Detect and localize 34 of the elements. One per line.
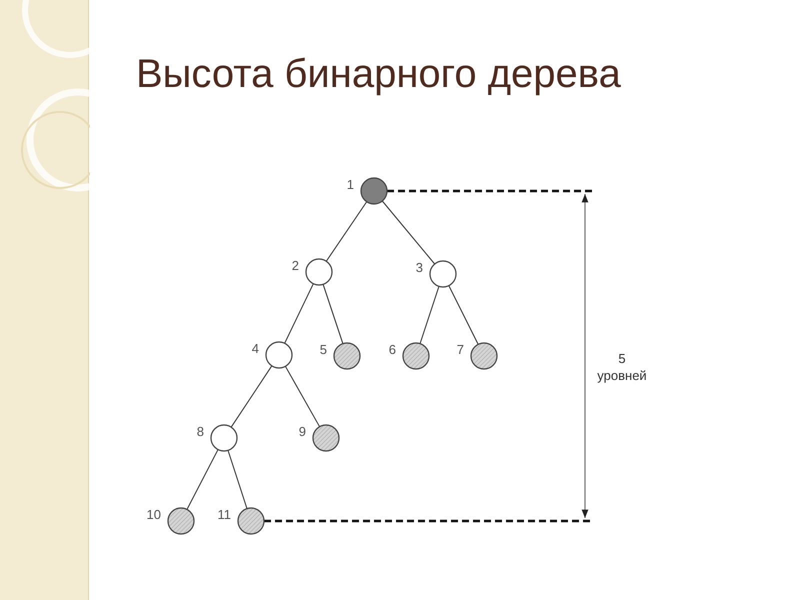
node-number: 2 (290, 258, 299, 274)
level-count-label: 5 уровней (597, 350, 647, 384)
tree-edge (448, 285, 479, 345)
tree-node-circle (210, 424, 238, 452)
tree-node-circle (402, 342, 430, 370)
tree-edge (326, 201, 368, 262)
node-number: 1 (346, 177, 354, 193)
node-number: 5 (318, 342, 327, 358)
tree-node-circle (167, 507, 195, 535)
tree-edge (228, 450, 248, 510)
node-number: 4 (250, 341, 259, 357)
node-number: 11 (216, 507, 231, 523)
tree-node-circle (470, 342, 498, 370)
tree-node-circle (312, 424, 340, 452)
tree-edge (230, 365, 272, 428)
tree-edge (382, 200, 436, 264)
node-number: 7 (456, 342, 464, 358)
tree-node-circle (237, 507, 265, 535)
tree-edge (186, 449, 219, 510)
node-number: 10 (146, 507, 161, 523)
tree-edge (420, 286, 440, 344)
tree-node-circle (305, 258, 333, 286)
node-number: 6 (388, 342, 396, 358)
tree-node-circle (360, 177, 388, 205)
tree-node-circle (429, 260, 457, 288)
node-number: 3 (414, 260, 423, 276)
node-number: 8 (196, 424, 204, 440)
tree-edge (284, 366, 320, 428)
tree-edge (322, 284, 344, 344)
tree-node-circle (333, 342, 361, 370)
tree-edge (284, 283, 314, 344)
tree-node-circle (265, 341, 293, 369)
slide-title: Высота бинарного дерева (136, 51, 621, 98)
node-number: 9 (298, 424, 306, 440)
